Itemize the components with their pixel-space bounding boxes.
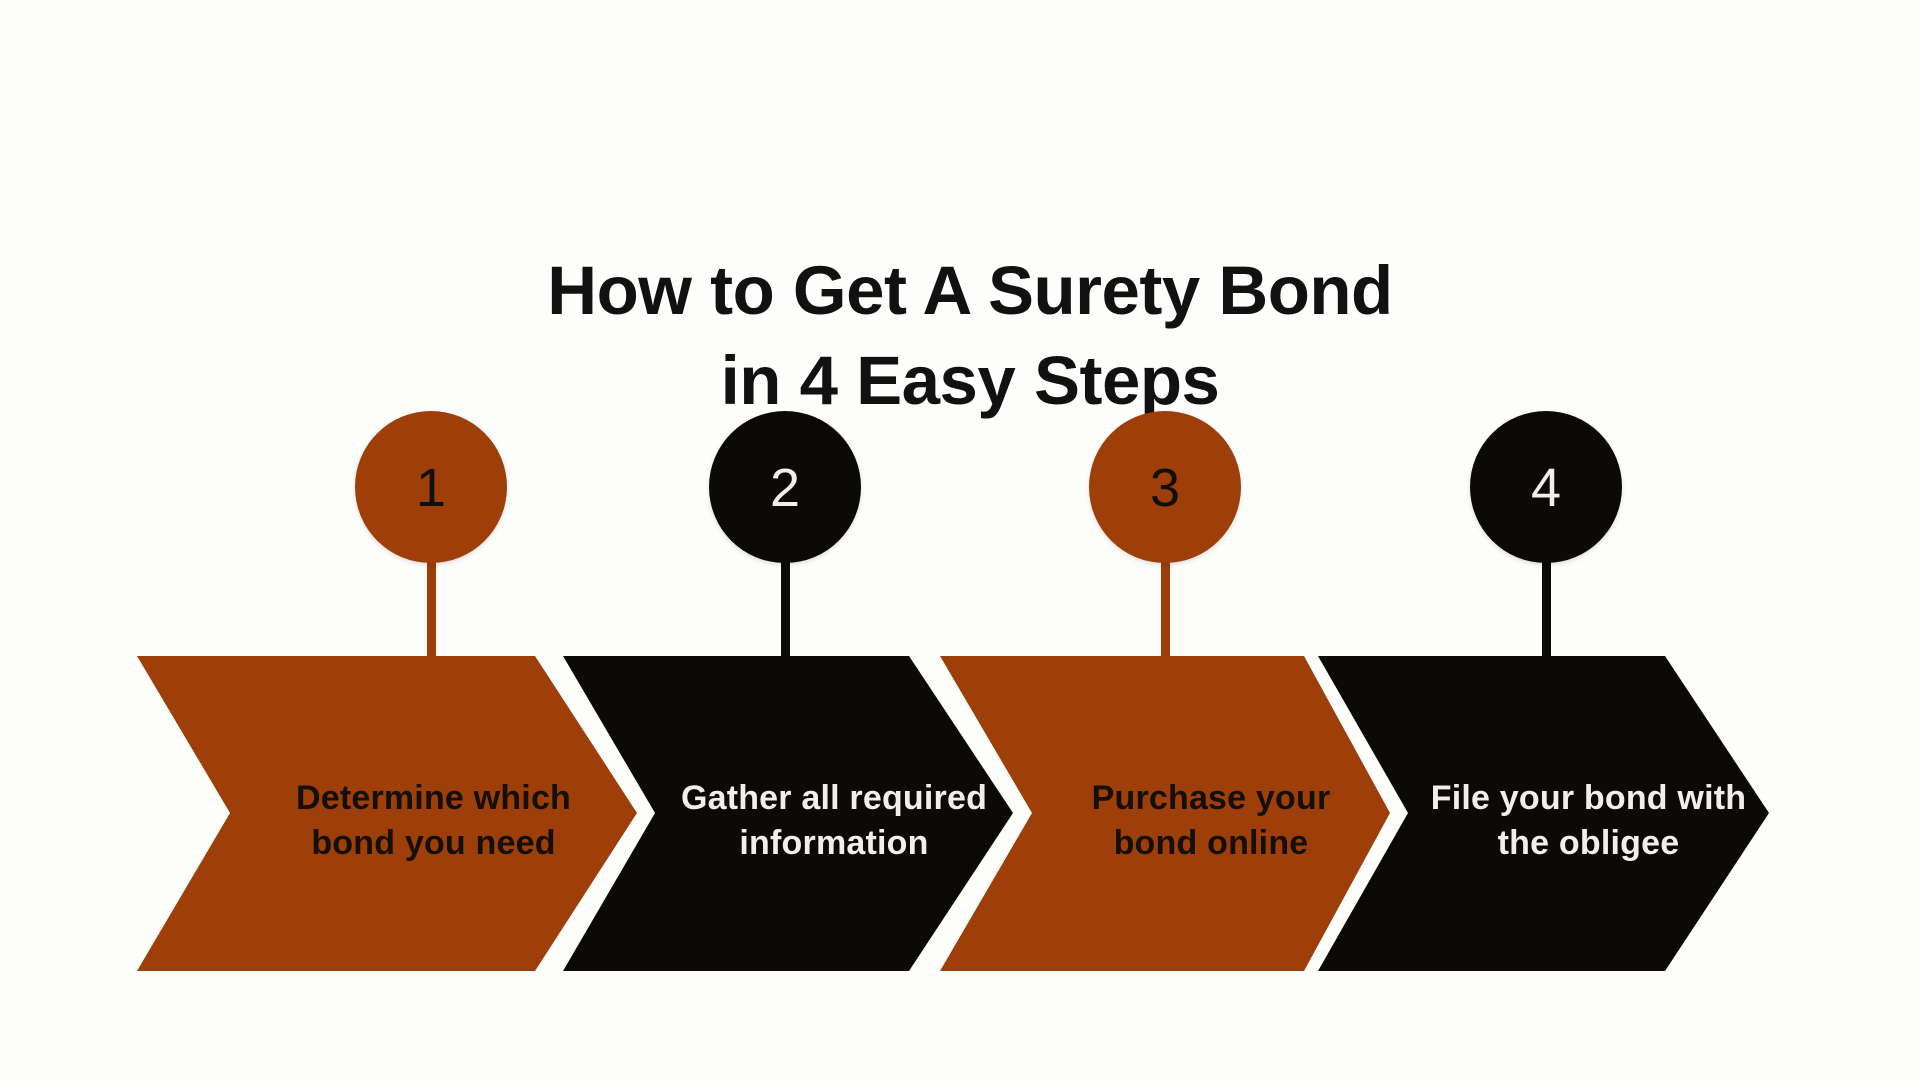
step-1-number-circle: 1: [355, 411, 507, 563]
step-4-number-circle: 4: [1470, 411, 1622, 563]
page-title: How to Get A Surety Bond in 4 Easy Steps: [0, 246, 1920, 426]
step-4-label-line-1: File your bond with: [1430, 778, 1747, 817]
step-4-connector-line: [1542, 545, 1551, 657]
step-2-label-line-1: Gather all required: [680, 778, 988, 817]
step-4-label-line-2: the obligee: [1497, 823, 1680, 862]
step-3-number-circle: 3: [1089, 411, 1241, 563]
step-3-label: Purchase your bond online: [1032, 656, 1390, 971]
title-line-2: in 4 Easy Steps: [720, 342, 1220, 420]
step-2-number-circle: 2: [709, 411, 861, 563]
step-2-label-line-2: information: [739, 823, 929, 862]
step-1-chevron: Determine which bond you need: [137, 656, 637, 971]
title-line-1: How to Get A Surety Bond: [547, 252, 1393, 330]
step-2-number: 2: [769, 458, 801, 518]
step-1-label: Determine which bond you need: [230, 656, 637, 971]
step-1-connector-line: [427, 545, 436, 657]
step-3-label-line-1: Purchase your: [1091, 778, 1331, 817]
step-2-chevron: Gather all required information: [563, 656, 1013, 971]
step-3-number: 3: [1149, 458, 1181, 518]
step-3-label-line-2: bond online: [1113, 823, 1309, 862]
step-2-label: Gather all required information: [655, 656, 1013, 971]
step-4-number: 4: [1530, 458, 1562, 518]
step-3-connector-line: [1161, 545, 1170, 657]
step-1-label-line-1: Determine which: [295, 778, 572, 817]
step-1-label-line-2: bond you need: [311, 823, 556, 862]
step-4-label: File your bond with the obligee: [1408, 656, 1769, 971]
step-2-connector-line: [781, 545, 790, 657]
step-1-number: 1: [415, 458, 447, 518]
